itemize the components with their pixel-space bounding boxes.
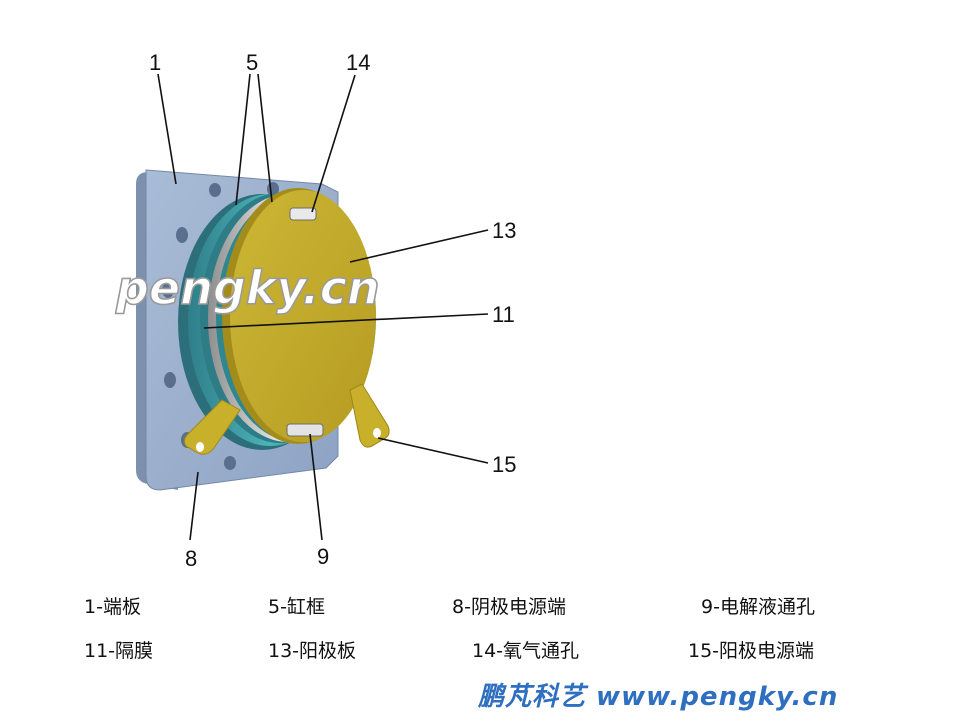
legend-item-oxygen-port: 14-氧气通孔 bbox=[472, 640, 580, 662]
footer-brand: 鹏芃科艺 www.pengky.cn bbox=[478, 682, 839, 712]
legend-item-electrolyte-port: 9-电解液通孔 bbox=[701, 596, 815, 618]
electrolyzer-diagram: pengky.cn 1 5 14 13 11 15 8 9 bbox=[114, 50, 516, 571]
anode-terminal bbox=[349, 383, 390, 448]
callout-14: 14 bbox=[346, 50, 370, 75]
legend-item-anode-plate: 13-阳极板 bbox=[268, 640, 357, 662]
callout-13: 13 bbox=[492, 218, 516, 243]
callout-11: 11 bbox=[492, 302, 515, 327]
legend-item-cylinder-frame: 5-缸框 bbox=[268, 596, 325, 618]
callout-1: 1 bbox=[149, 50, 161, 75]
legend-item-cathode-terminal: 8-阴极电源端 bbox=[452, 596, 566, 618]
legend-item-end-plate: 1-端板 bbox=[84, 596, 141, 618]
callout-8: 8 bbox=[185, 546, 197, 571]
legend-item-diaphragm: 11-隔膜 bbox=[84, 640, 154, 662]
callout-5: 5 bbox=[246, 50, 258, 75]
callout-15: 15 bbox=[492, 452, 516, 477]
electrolyte-port bbox=[286, 423, 324, 437]
leader-lines bbox=[157, 73, 489, 541]
callout-9: 9 bbox=[317, 544, 329, 569]
legend-item-anode-terminal: 15-阳极电源端 bbox=[688, 640, 815, 662]
oxygen-port bbox=[289, 207, 317, 221]
watermark-text: pengky.cn bbox=[115, 261, 380, 315]
cathode-terminal bbox=[183, 399, 241, 455]
anode-plate bbox=[222, 188, 376, 444]
